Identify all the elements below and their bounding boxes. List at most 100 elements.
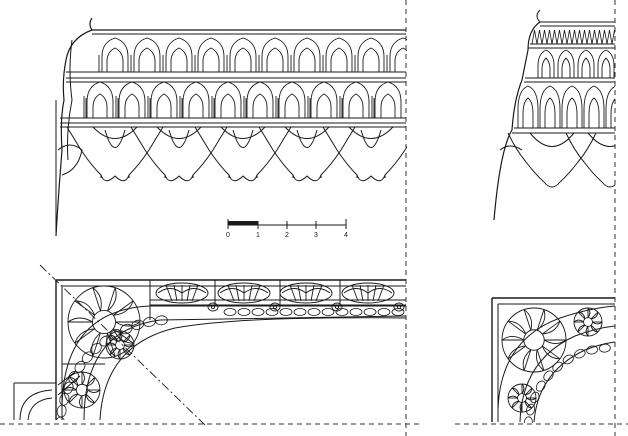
- right-dentil-band: [531, 29, 615, 45]
- middle-arch: [374, 81, 402, 118]
- upper-arch-inner: [298, 47, 316, 72]
- upper-arch-inner: [266, 47, 284, 72]
- rosette-petal: [535, 349, 545, 371]
- bead: [349, 308, 363, 316]
- upper-arch-inner: [362, 47, 380, 72]
- lower-arch-leaf: [360, 129, 382, 148]
- rosette-petal: [85, 394, 95, 404]
- rosette-spoke: [511, 400, 520, 409]
- rosette-spoke: [507, 345, 526, 360]
- left-plan-bead-ring: [55, 308, 405, 420]
- upper-arch-inner: [234, 47, 252, 72]
- leaf-medallion: [279, 282, 333, 304]
- rosette-petal: [115, 321, 141, 327]
- bead: [335, 308, 349, 316]
- dentil: [541, 29, 548, 45]
- bead: [321, 308, 335, 316]
- middle-arch: [561, 85, 583, 128]
- left-lower-arcade: [57, 126, 407, 182]
- left-upper-arcade: [98, 37, 407, 72]
- scale-bar: 0 1 2 3 4: [226, 219, 348, 239]
- bead: [391, 308, 405, 316]
- rosette-petal: [86, 377, 96, 387]
- lower-arch-drop: [543, 181, 561, 188]
- scale-tick-1: 1: [256, 232, 260, 239]
- rosette-center: [92, 310, 116, 334]
- lower-arch-spandrel: [322, 126, 407, 178]
- rosette-spoke: [577, 311, 586, 320]
- dentil: [581, 29, 588, 45]
- rosette-petal: [512, 387, 520, 395]
- rosette-petal: [63, 387, 77, 391]
- rosette-petal: [40, 408, 49, 417]
- rosette-spoke: [40, 408, 49, 417]
- upper-arch-inner: [170, 47, 188, 72]
- rosette-center: [523, 329, 545, 351]
- upper-arch: [389, 37, 407, 72]
- leaf-vein: [289, 284, 297, 302]
- leaf-vein: [377, 284, 385, 302]
- dentil: [586, 29, 593, 45]
- lower-arch-leaf: [168, 129, 190, 148]
- rosette-spoke: [85, 393, 96, 404]
- rosette-petal: [525, 388, 533, 396]
- lower-arch-end: [499, 145, 523, 151]
- rosette-petal: [501, 335, 524, 341]
- bead: [586, 345, 598, 355]
- upper-arch-inner: [138, 47, 156, 72]
- left-plan-leaf-frieze: [155, 282, 405, 312]
- bead: [293, 308, 307, 316]
- rosette-petal: [522, 349, 532, 371]
- leaf-bud: [269, 302, 281, 312]
- lower-arch-end: [57, 144, 83, 176]
- rosette-petal: [587, 307, 591, 318]
- scale-tick-4: 4: [344, 232, 348, 239]
- middle-arch-inner: [124, 93, 140, 118]
- rosette-spoke: [590, 324, 599, 333]
- rosette-spoke: [68, 393, 79, 404]
- leaf-vein: [372, 284, 377, 302]
- middle-arch-inner: [188, 93, 204, 118]
- rosette-spoke: [536, 309, 545, 331]
- dentil: [556, 29, 563, 45]
- lower-arch-drop: [228, 174, 258, 182]
- lower-arch-cusp: [348, 126, 394, 139]
- rosette-petal: [123, 335, 131, 343]
- leaf-vein: [297, 284, 302, 302]
- bead: [535, 380, 546, 392]
- leaf-bud: [207, 302, 219, 312]
- lower-arch-spandrel: [507, 132, 597, 183]
- lower-arch-cusp: [587, 132, 615, 147]
- rosette-spoke: [85, 376, 96, 387]
- rosette-spoke: [524, 400, 533, 409]
- rosette-spoke: [590, 311, 599, 320]
- middle-arch: [278, 81, 306, 118]
- middle-arch: [246, 81, 274, 118]
- upper-arch: [597, 49, 615, 78]
- leaf-vein: [235, 284, 240, 302]
- leaf-bud-center: [334, 304, 340, 310]
- rosette-petal: [507, 395, 518, 399]
- middle-arch-inner: [566, 97, 578, 128]
- bead: [279, 308, 293, 316]
- middle-arch-inner: [156, 93, 172, 118]
- scale-tick-2: 2: [285, 232, 289, 239]
- upper-arch: [197, 37, 225, 72]
- lower-arch-drop: [356, 174, 386, 182]
- rosette-spoke: [109, 334, 118, 343]
- middle-arch-inner: [92, 93, 108, 118]
- leaf-vein: [191, 284, 199, 302]
- left-plan-rosettes: [40, 285, 141, 417]
- bead: [55, 416, 66, 420]
- upper-arch: [261, 37, 289, 72]
- rosette-petal: [79, 395, 83, 409]
- upper-arch-inner: [394, 47, 407, 72]
- middle-arch: [583, 85, 605, 128]
- middle-arch: [605, 86, 615, 128]
- rosette-petal: [107, 287, 117, 312]
- leaf-vein: [359, 284, 364, 302]
- upper-arch-inner: [541, 57, 551, 78]
- rosette-spoke: [511, 387, 520, 396]
- rosette-petal: [105, 342, 116, 346]
